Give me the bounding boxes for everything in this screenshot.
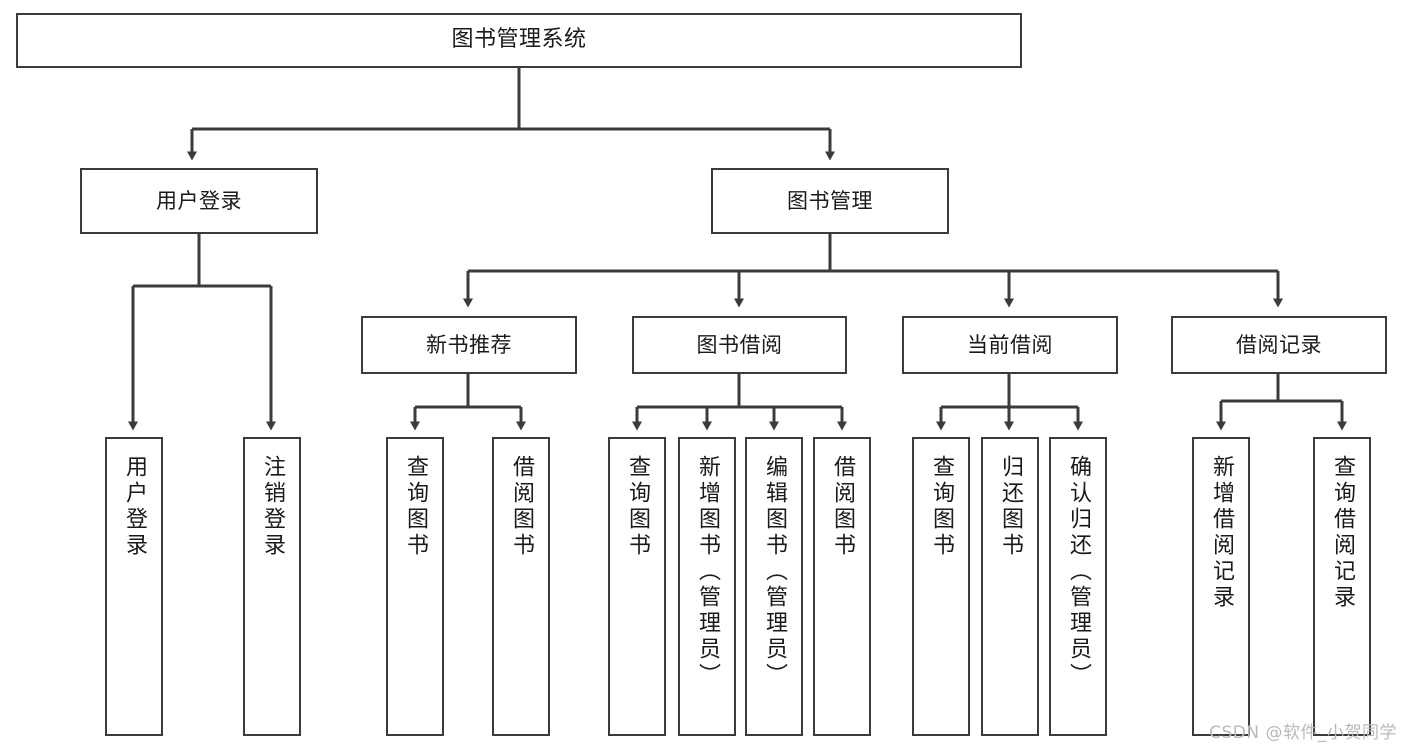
node-root-label: 图书管理系统 [451,27,587,53]
node-borrow-record-label: 借阅记录 [1236,332,1322,357]
node-leaf-add-book[interactable]: 新增图书（管理员） [678,437,736,736]
node-leaf-query-book-c-label: 查询图书 [929,455,954,559]
node-current-borrow[interactable]: 当前借阅 [902,316,1118,374]
node-user-login-label: 用户登录 [156,188,242,213]
node-leaf-borrow-book-a[interactable]: 借阅图书 [492,437,550,736]
node-leaf-return-book[interactable]: 归还图书 [981,437,1039,736]
node-leaf-edit-book-label: 编辑图书（管理员） [762,455,787,689]
csdn-watermark: CSDN @软件_小贺同学 [1209,723,1397,743]
node-leaf-edit-book[interactable]: 编辑图书（管理员） [745,437,803,736]
node-leaf-add-book-label: 新增图书（管理员） [695,455,720,689]
node-leaf-add-record-label: 新增借阅记录 [1209,455,1234,611]
node-leaf-borrow-book-b[interactable]: 借阅图书 [813,437,871,736]
node-leaf-query-book-b-label: 查询图书 [625,455,650,559]
node-leaf-logout-label: 注销登录 [260,455,285,559]
node-root[interactable]: 图书管理系统 [16,13,1022,68]
node-leaf-user-login[interactable]: 用户登录 [105,437,163,736]
node-borrow-record[interactable]: 借阅记录 [1171,316,1387,374]
node-new-book-rec[interactable]: 新书推荐 [361,316,577,374]
node-leaf-user-login-label: 用户登录 [122,455,147,559]
node-new-book-rec-label: 新书推荐 [426,332,512,357]
node-current-borrow-label: 当前借阅 [967,332,1053,357]
node-leaf-query-record[interactable]: 查询借阅记录 [1313,437,1371,736]
node-leaf-query-book-c[interactable]: 查询图书 [912,437,970,736]
node-leaf-add-record[interactable]: 新增借阅记录 [1192,437,1250,736]
node-leaf-borrow-book-a-label: 借阅图书 [509,455,534,559]
node-leaf-confirm-return[interactable]: 确认归还（管理员） [1049,437,1107,736]
node-leaf-query-book-a[interactable]: 查询图书 [386,437,444,736]
node-user-login[interactable]: 用户登录 [80,168,318,234]
node-book-borrow-label: 图书借阅 [696,332,783,357]
node-leaf-confirm-return-label: 确认归还（管理员） [1066,455,1091,689]
node-leaf-query-record-label: 查询借阅记录 [1330,455,1355,611]
node-leaf-query-book-a-label: 查询图书 [403,455,428,559]
node-book-manage[interactable]: 图书管理 [711,168,949,234]
node-leaf-logout[interactable]: 注销登录 [243,437,301,736]
node-book-borrow[interactable]: 图书借阅 [632,316,847,374]
node-book-manage-label: 图书管理 [787,188,873,213]
node-leaf-query-book-b[interactable]: 查询图书 [608,437,666,736]
node-leaf-return-book-label: 归还图书 [998,455,1023,559]
node-leaf-borrow-book-b-label: 借阅图书 [830,455,855,559]
